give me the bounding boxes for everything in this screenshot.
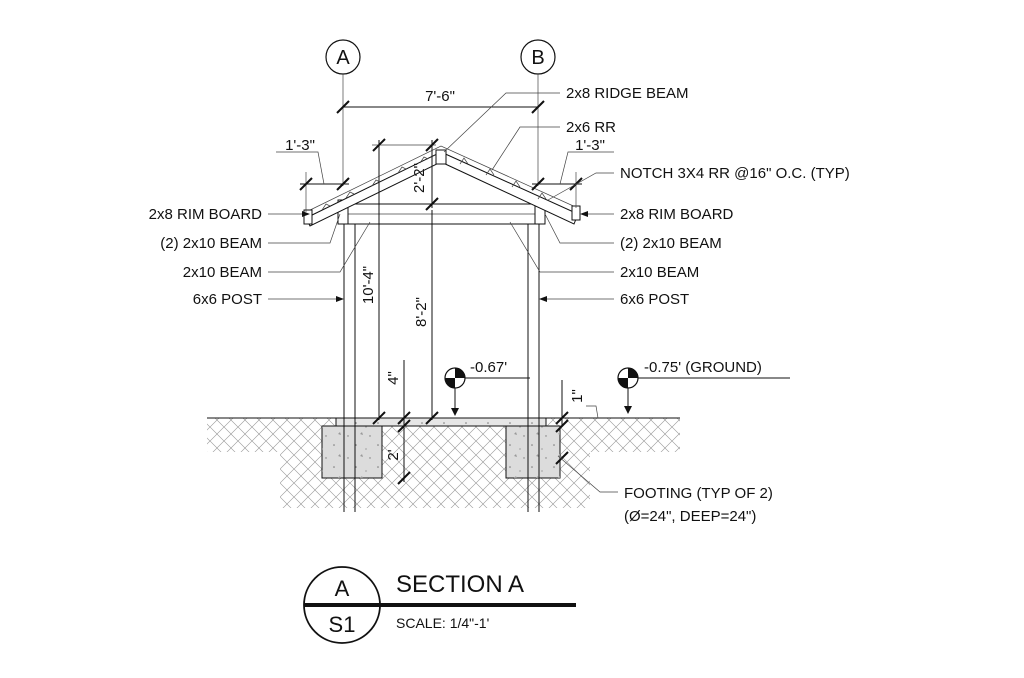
dim-overhang-right: 1'-3"	[531, 137, 614, 208]
label-footing: FOOTING (TYP OF 2) (Ø=24", DEEP=24")	[557, 455, 773, 525]
concrete-slab	[335, 417, 547, 427]
dim-overall-height-text: 10'-4"	[360, 266, 377, 304]
svg-text:NOTCH 3X4 RR @16" O.C. (TYP): NOTCH 3X4 RR @16" O.C. (TYP)	[620, 165, 850, 182]
svg-text:6x6 POST: 6x6 POST	[620, 291, 689, 308]
footing-right	[505, 425, 561, 479]
elevation-slab: -0.67'	[444, 359, 530, 416]
grid-label-b: B	[531, 47, 544, 69]
label-post-right: 6x6 POST	[539, 291, 689, 308]
svg-text:2x10 BEAM: 2x10 BEAM	[620, 264, 699, 281]
svg-text:(2) 2x10 BEAM: (2) 2x10 BEAM	[160, 235, 262, 252]
svg-text:2x6 RR: 2x6 RR	[566, 119, 616, 136]
dim-slab-step-text: 1"	[569, 389, 586, 403]
dim-ridge-rise-text: 2'-2"	[411, 163, 428, 193]
svg-text:2x10 BEAM: 2x10 BEAM	[183, 264, 262, 281]
svg-text:(Ø=24", DEEP=24"): (Ø=24", DEEP=24")	[624, 508, 756, 525]
dim-footing-depth-text: 2'	[385, 449, 402, 460]
dim-span: 7'-6"	[336, 88, 545, 114]
grid-line-a: A	[325, 39, 361, 186]
label-double-beam-left: (2) 2x10 BEAM	[160, 213, 341, 252]
svg-text:2x8 RIDGE BEAM: 2x8 RIDGE BEAM	[566, 85, 689, 102]
dim-overhang-left: 1'-3"	[276, 137, 350, 212]
label-notch: NOTCH 3X4 RR @16" O.C. (TYP)	[547, 165, 850, 201]
rim-board-left	[303, 209, 313, 225]
title-block: A S1 SECTION A SCALE: 1/4"-1'	[303, 566, 576, 644]
rim-board-right	[571, 205, 581, 221]
dim-footing-depth: 2'	[385, 430, 411, 485]
label-rafter: 2x6 RR	[491, 119, 616, 171]
post-left	[343, 222, 356, 512]
label-post-left: 6x6 POST	[193, 291, 344, 308]
dim-beam-height-text: 8'-2"	[413, 297, 430, 327]
elevation-ground: -0.75' (GROUND)	[617, 359, 790, 414]
label-ridge-beam: 2x8 RIDGE BEAM	[443, 85, 689, 153]
title-text: SECTION A	[396, 571, 524, 598]
dim-ridge-rise: 2'-2"	[372, 138, 439, 211]
svg-text:2x8 RIM BOARD: 2x8 RIM BOARD	[149, 206, 263, 223]
label-rim-board-left: 2x8 RIM BOARD	[149, 206, 310, 223]
label-double-beam-right: (2) 2x10 BEAM	[544, 213, 722, 252]
ground-soil	[207, 417, 680, 508]
label-beam-left: 2x10 BEAM	[183, 221, 371, 281]
label-beam-right: 2x10 BEAM	[509, 221, 699, 281]
roof-rafters	[303, 145, 581, 227]
elevation-slab-text: -0.67'	[470, 359, 507, 376]
grid-line-b: B	[520, 39, 556, 186]
svg-text:(2) 2x10 BEAM: (2) 2x10 BEAM	[620, 235, 722, 252]
title-scale: SCALE: 1/4"-1'	[396, 615, 489, 631]
beam-2x10	[343, 203, 540, 225]
title-section-letter: A	[335, 576, 350, 601]
svg-text:6x6 POST: 6x6 POST	[193, 291, 262, 308]
dim-overall-height: 10'-4"	[360, 138, 386, 425]
dim-slab-thickness: 4"	[385, 360, 411, 433]
dim-overhang-left-text: 1'-3"	[285, 137, 315, 154]
title-sheet-number: S1	[329, 612, 356, 637]
label-rim-board-right: 2x8 RIM BOARD	[580, 206, 734, 223]
footing-left	[321, 425, 383, 479]
dim-slab-step: 1"	[555, 380, 599, 465]
dim-span-text: 7'-6"	[425, 88, 455, 105]
grid-label-a: A	[336, 47, 350, 69]
svg-text:2x8 RIM BOARD: 2x8 RIM BOARD	[620, 206, 734, 223]
dim-beam-height: 8'-2"	[413, 210, 439, 425]
dim-overhang-right-text: 1'-3"	[575, 137, 605, 154]
svg-text:FOOTING (TYP OF 2): FOOTING (TYP OF 2)	[624, 485, 773, 502]
elevation-ground-text: -0.75' (GROUND)	[644, 359, 762, 376]
dim-slab-thickness-text: 4"	[385, 371, 402, 385]
